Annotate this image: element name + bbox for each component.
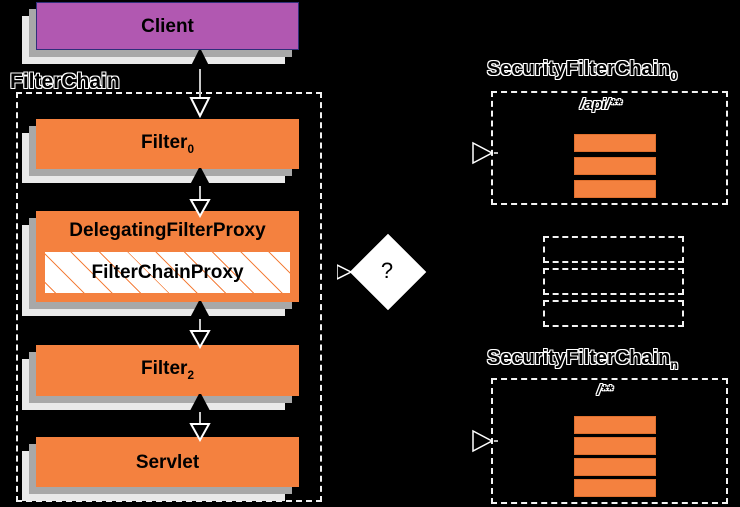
delegating-filter-proxy-face: DelegatingFilterProxy FilterChainProxy [36, 211, 299, 302]
chain-0-filter-bar[interactable] [574, 180, 656, 198]
connector-filter2-servlet [180, 391, 220, 447]
filter0-node-label: Filter0 [141, 133, 194, 156]
chain-n-filter-bar[interactable] [574, 458, 656, 476]
connector-into-chain-n [468, 428, 498, 459]
connector-filter0-dfp-arrow [189, 165, 211, 219]
client-node[interactable]: Client [22, 2, 299, 64]
filter0-node-face: Filter0 [36, 119, 299, 169]
filter-chain-proxy-node[interactable]: FilterChainProxy [45, 252, 290, 293]
security-filter-chain-n-label-text: SecurityFilterChain [486, 347, 671, 370]
chain-n-filter-bar[interactable] [574, 437, 656, 455]
security-filter-chain-0-path: /api/** [580, 96, 622, 113]
chain-n-filter-bar[interactable] [574, 416, 656, 434]
security-filter-chain-0-label-subscript: 0 [670, 69, 678, 84]
chain-0-filter-bar[interactable] [574, 157, 656, 175]
filter2-node-label: Filter2 [141, 359, 194, 382]
chain-n-filter-bar[interactable] [574, 479, 656, 497]
security-filter-chain-0-label: SecurityFilterChain0 [486, 58, 678, 84]
filterchain-region-label: FilterChain [10, 70, 121, 94]
security-filter-chain-0-label-text: SecurityFilterChain [486, 58, 671, 81]
servlet-node-label: Servlet [135, 451, 200, 473]
security-filter-chain-n-path: /** [597, 382, 613, 399]
connector-filter0-dfp [180, 165, 220, 223]
delegating-filter-proxy-label: DelegatingFilterProxy [69, 220, 266, 241]
filter2-node-face: Filter2 [36, 345, 299, 396]
connector-dfp-filter2 [180, 298, 220, 354]
chain-0-filter-bar[interactable] [574, 134, 656, 152]
decision-diamond-label: ? [380, 258, 394, 283]
connector-client-filter0 [180, 47, 220, 123]
chain-ellipsis-placeholder [543, 300, 684, 327]
connector-dfp-filter2-arrow [189, 298, 211, 350]
filter0-node-label-subscript: 0 [187, 142, 194, 156]
chain-0-inbound-arrow [472, 141, 498, 165]
connector-filter2-servlet-arrow [189, 391, 211, 443]
security-filter-chain-n-label: SecurityFilterChainn [486, 347, 679, 373]
filter2-node-label-subscript: 2 [187, 369, 194, 382]
delegating-filter-proxy-node[interactable]: DelegatingFilterProxy FilterChainProxy [22, 211, 299, 316]
client-node-face: Client [36, 2, 299, 50]
servlet-node-face: Servlet [36, 437, 299, 487]
filter2-node-label-text: Filter [141, 358, 188, 380]
chain-n-inbound-arrow [472, 429, 498, 453]
security-filter-chain-n-label-subscript: n [670, 358, 679, 373]
connector-into-chain-0 [468, 140, 498, 171]
filter2-node[interactable]: Filter2 [22, 345, 299, 410]
filter0-node-label-text: Filter [141, 131, 188, 153]
connector-client-filter0-arrow [189, 47, 211, 119]
security-filter-chain-0-region [491, 91, 728, 205]
servlet-node[interactable]: Servlet [22, 437, 299, 501]
client-node-label: Client [141, 15, 194, 37]
decision-diamond[interactable]: ? [349, 233, 427, 311]
filter0-node[interactable]: Filter0 [22, 119, 299, 183]
chain-ellipsis-placeholder [543, 236, 684, 263]
chain-ellipsis-placeholder [543, 268, 684, 295]
filterchain-region [16, 92, 322, 502]
filter-chain-proxy-label: FilterChainProxy [91, 261, 244, 283]
